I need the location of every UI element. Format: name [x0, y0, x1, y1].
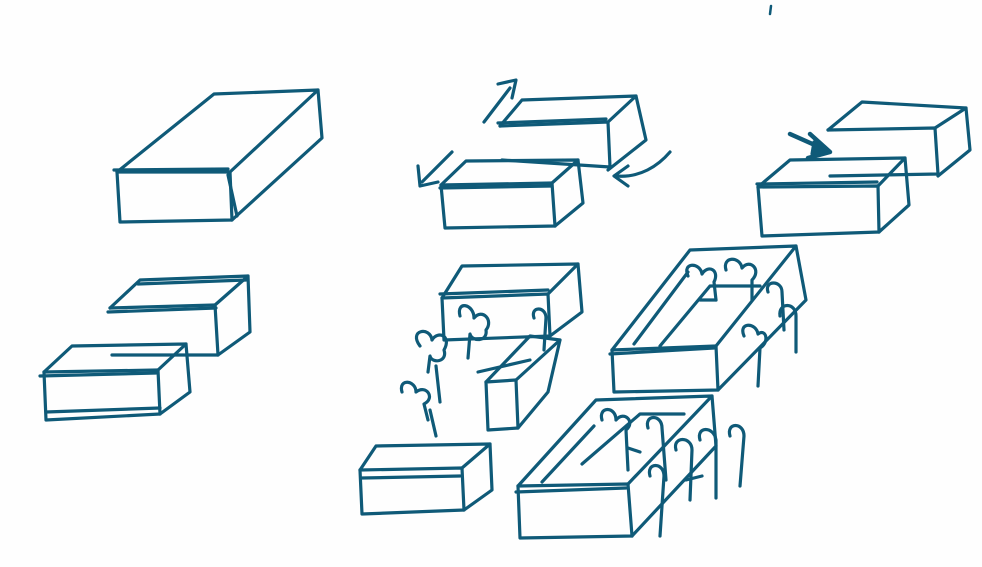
trees-cluster-middle — [399, 304, 548, 438]
block-slide-front — [438, 158, 585, 230]
arrow-curved-left — [612, 150, 672, 188]
block-single-large — [112, 88, 324, 224]
block-hollow-upper — [608, 244, 808, 394]
arrow-down-left — [416, 150, 454, 188]
block-pushed-front — [755, 156, 911, 238]
block-pushed-back — [826, 100, 972, 178]
block-slide-back — [496, 94, 648, 172]
block-stacked-back — [106, 274, 252, 357]
stray-ink-mark — [768, 4, 773, 16]
block-tree-bottom — [358, 442, 494, 516]
arrow-up-right — [482, 78, 518, 124]
block-stacked-front — [38, 342, 192, 422]
block-tree-top — [438, 262, 584, 342]
trees-cluster-right — [599, 257, 798, 538]
arrow-push-down-right — [787, 131, 833, 161]
block-tree-mid — [476, 334, 562, 432]
